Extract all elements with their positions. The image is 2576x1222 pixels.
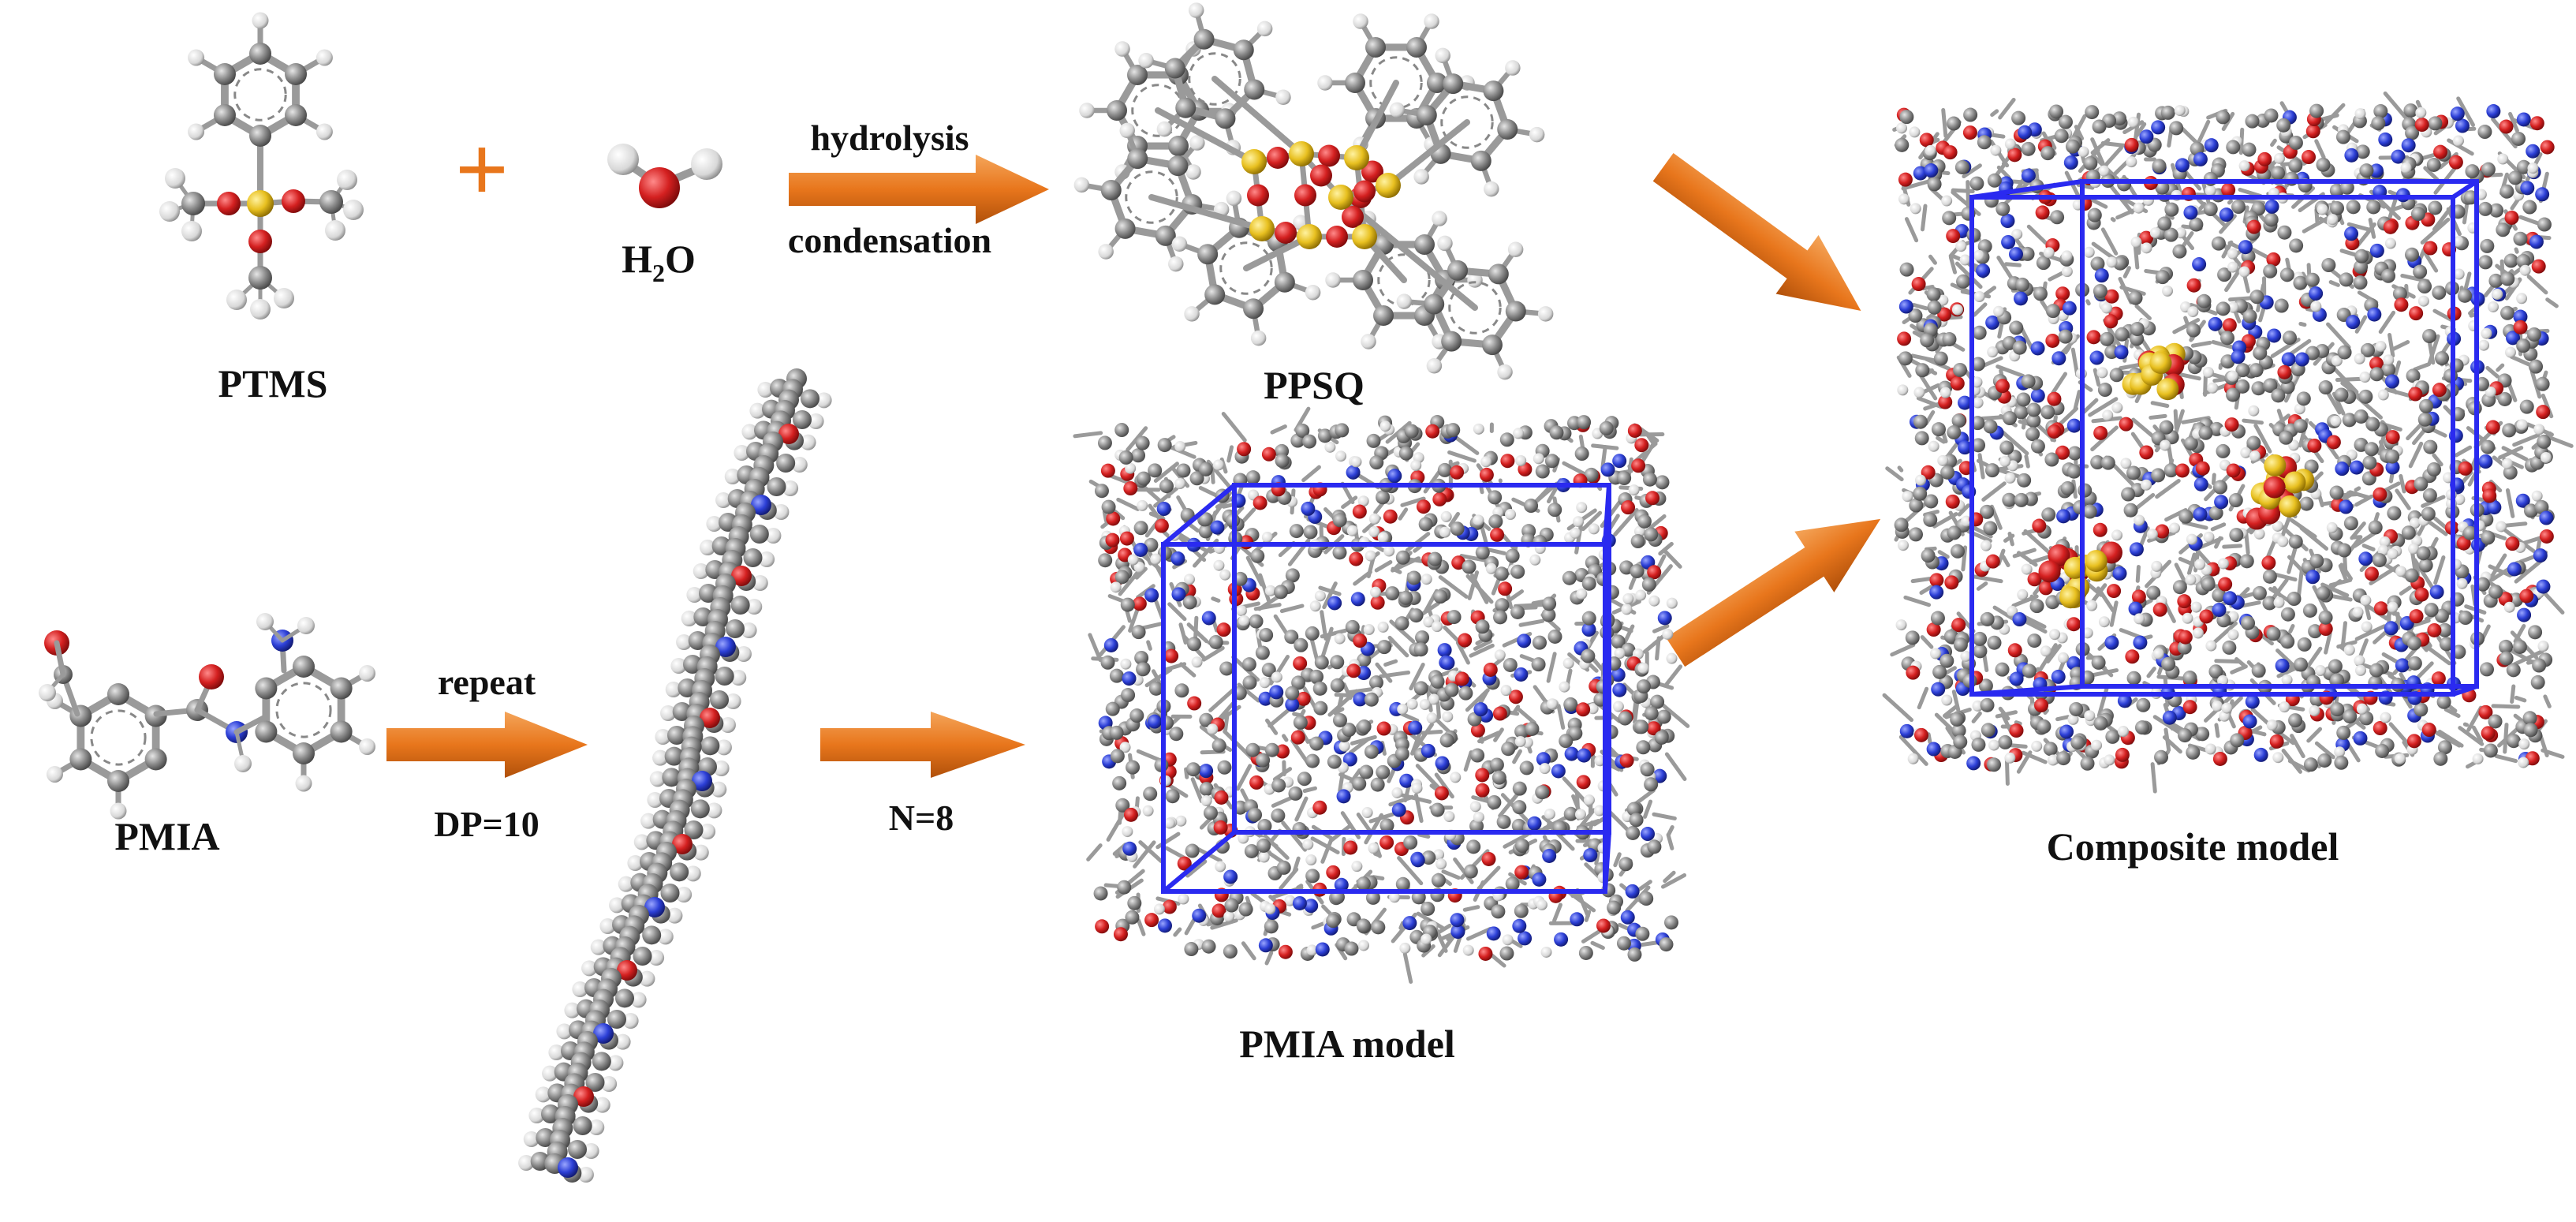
arrow-pmia-to-composite [1666,518,1881,667]
dp-label: DP=10 [434,804,539,844]
repeat-label: repeat [438,662,536,702]
ppsq-label: PPSQ [1264,363,1365,407]
condensation-label: condensation [788,220,991,260]
hydrolysis-label: hydrolysis [810,118,969,158]
arrow-hydrolysis [789,155,1049,224]
arrow-n8 [820,712,1025,778]
h2o-label: H2O [622,237,696,287]
ptms-molecule-icon [159,12,364,320]
pmia-model-label: PMIA model [1239,1022,1455,1066]
h2o-subscript: 2 [652,259,665,287]
plus-sign: + [455,117,509,222]
pmia-label: PMIA [114,814,219,858]
ptms-label: PTMS [218,361,328,405]
h2o-h: H [622,237,652,281]
arrow-ppsq-to-composite [1652,153,1861,312]
composite-model-cell-icon [1882,91,2574,794]
pmia-chain-icon [518,368,832,1183]
arrow-repeat [386,712,588,778]
water-molecule-icon [607,144,722,208]
pmia-model-cell-icon [1073,406,1690,984]
ppsq-molecule-icon [1073,2,1554,380]
n-label: N=8 [889,798,954,838]
h2o-o: O [665,237,696,281]
composite-model-label: Composite model [2047,824,2339,869]
pmia-monomer-icon [39,613,376,820]
